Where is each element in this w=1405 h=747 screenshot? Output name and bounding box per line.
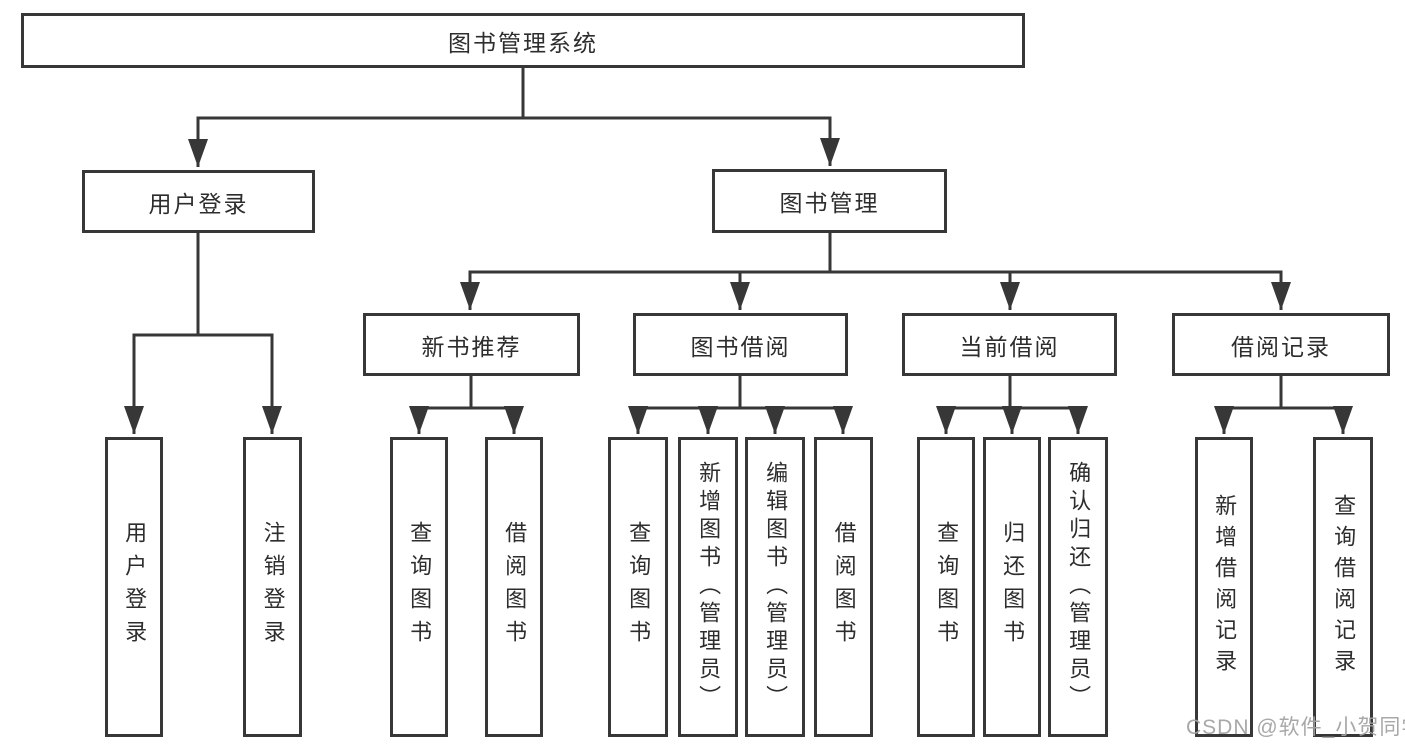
- node-label: 查询借阅记录: [1331, 494, 1357, 680]
- node-label: 归还图书: [1000, 521, 1026, 653]
- node-user-login: 用户登录: [82, 170, 315, 233]
- leaf-user-login: 用户登录: [105, 437, 163, 737]
- leaf-logout: 注销登录: [243, 437, 302, 737]
- node-root: 图书管理系统: [21, 13, 1025, 68]
- node-label: 注销登录: [260, 521, 286, 653]
- leaf-newrec-query-books: 查询图书: [390, 437, 448, 737]
- leaf-records-query-borrow-record: 查询借阅记录: [1313, 437, 1373, 737]
- csdn-watermark: CSDN @软件_小贺同学: [1186, 716, 1405, 739]
- node-label: 查询图书: [934, 521, 960, 653]
- node-label: 确认归还（管理员）: [1066, 461, 1092, 713]
- leaf-current-query-books: 查询图书: [917, 437, 975, 737]
- node-label: 查询图书: [626, 521, 652, 653]
- node-new-book-recommendation: 新书推荐: [363, 313, 580, 376]
- leaf-borrow-query-books: 查询图书: [608, 437, 668, 737]
- leaf-newrec-borrow-books: 借阅图书: [485, 437, 543, 737]
- leaf-current-confirm-return-admin: 确认归还（管理员）: [1048, 437, 1108, 737]
- node-book-management: 图书管理: [712, 169, 947, 233]
- node-label: 用户登录: [122, 521, 148, 653]
- leaf-borrow-borrow-books: 借阅图书: [814, 437, 873, 737]
- leaf-borrow-add-books-admin: 新增图书（管理员）: [678, 437, 738, 737]
- node-borrowing-records: 借阅记录: [1172, 313, 1390, 376]
- node-label: 借阅图书: [831, 521, 857, 653]
- node-label: 新增借阅记录: [1212, 494, 1238, 680]
- node-label: 查询图书: [407, 521, 433, 653]
- node-label: 编辑图书（管理员）: [763, 461, 789, 713]
- node-current-borrowing: 当前借阅: [902, 313, 1117, 376]
- node-label: 新增图书（管理员）: [696, 461, 722, 713]
- leaf-records-add-borrow-record: 新增借阅记录: [1195, 437, 1253, 737]
- node-label: 借阅图书: [502, 521, 528, 653]
- leaf-borrow-edit-books-admin: 编辑图书（管理员）: [745, 437, 805, 737]
- node-book-borrowing: 图书借阅: [633, 313, 848, 376]
- leaf-current-return-books: 归还图书: [983, 437, 1041, 737]
